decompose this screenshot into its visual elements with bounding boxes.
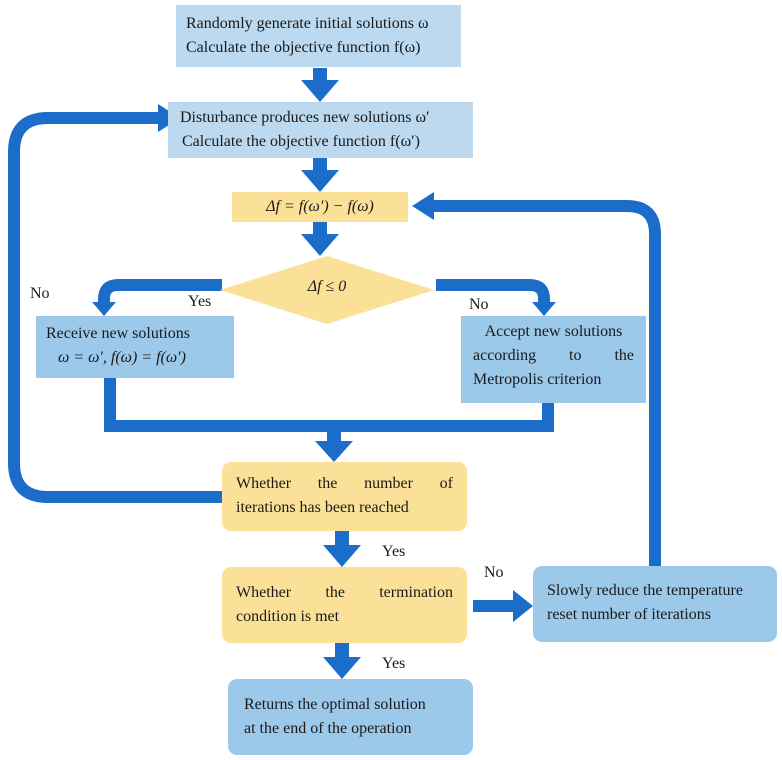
label-no-termination: No xyxy=(484,564,504,581)
accept-line-1: Accept new solutions xyxy=(484,323,623,340)
arrow-merge-to-iterations xyxy=(315,432,353,462)
receive-line-2: ω = ω′, f(ω) = f(ω′) xyxy=(58,349,186,366)
disturb-line-1: Disturbance produces new solutions ω′ xyxy=(180,109,430,126)
accept-line-2: according to the xyxy=(473,347,634,364)
arrowhead-into-receive xyxy=(92,302,116,316)
decision-diamond xyxy=(220,256,434,324)
arrowhead-into-accept xyxy=(532,302,556,316)
receive-line-1: Receive new solutions xyxy=(46,325,190,342)
arrow-termination-to-returns xyxy=(323,643,361,679)
accept-line-3: Metropolis criterion xyxy=(473,371,602,388)
decision-text: Δf ≤ 0 xyxy=(307,278,347,295)
init-line-1: Randomly generate initial solutions ω xyxy=(186,15,429,32)
iterations-line-2: iterations has been reached xyxy=(236,499,409,516)
termination-line-2: condition is met xyxy=(236,608,340,625)
reduce-temperature-box: Slowly reduce the temperature reset numb… xyxy=(533,566,777,642)
branch-arrow-yes xyxy=(98,279,222,305)
arrow-disturb-to-delta xyxy=(301,158,339,192)
label-yes-iterations: Yes xyxy=(382,543,406,560)
receive-solutions-box: Receive new solutions ω = ω′, f(ω) = f(ω… xyxy=(36,316,234,378)
termination-line-1: Whether the termination xyxy=(236,584,453,601)
disturb-line-2: Calculate the objective function f(ω′) xyxy=(182,133,420,150)
loop-arrow-no-iterations xyxy=(8,112,222,503)
label-no-iterations: No xyxy=(30,285,50,302)
label-no-decision: No xyxy=(469,296,489,313)
arrow-init-to-disturb xyxy=(301,68,339,102)
delta-f-box: Δf = f(ω′) − f(ω) xyxy=(232,192,408,222)
returns-line-2: at the end of the operation xyxy=(244,720,412,737)
returns-solution-box: Returns the optimal solution at the end … xyxy=(228,679,473,755)
loop-arrow-reduce-to-delta xyxy=(432,200,661,566)
merge-connector xyxy=(104,378,554,432)
init-line-2: Calculate the objective function f(ω) xyxy=(186,39,421,56)
reduce-line-2: reset number of iterations xyxy=(547,606,711,623)
accept-solutions-box: Accept new solutions according to the Me… xyxy=(461,316,646,403)
arrow-iterations-to-termination xyxy=(323,531,361,567)
label-yes-decision: Yes xyxy=(188,293,212,310)
delta-f-text: Δf = f(ω′) − f(ω) xyxy=(266,198,374,215)
init-solutions-box: Randomly generate initial solutions ω Ca… xyxy=(176,5,461,67)
arrow-termination-to-reduce xyxy=(473,590,533,622)
returns-line-1: Returns the optimal solution xyxy=(244,696,426,713)
iterations-check-box: Whether the number of iterations has bee… xyxy=(222,462,467,531)
disturbance-box: Disturbance produces new solutions ω′ Ca… xyxy=(168,102,473,158)
termination-check-box: Whether the termination condition is met xyxy=(222,567,467,643)
arrowhead-into-delta xyxy=(412,192,434,220)
iterations-line-1: Whether the number of xyxy=(236,475,453,492)
branch-arrow-no xyxy=(436,279,550,305)
arrow-delta-to-decision xyxy=(301,222,339,256)
label-yes-termination: Yes xyxy=(382,655,406,672)
reduce-line-1: Slowly reduce the temperature xyxy=(547,582,743,599)
